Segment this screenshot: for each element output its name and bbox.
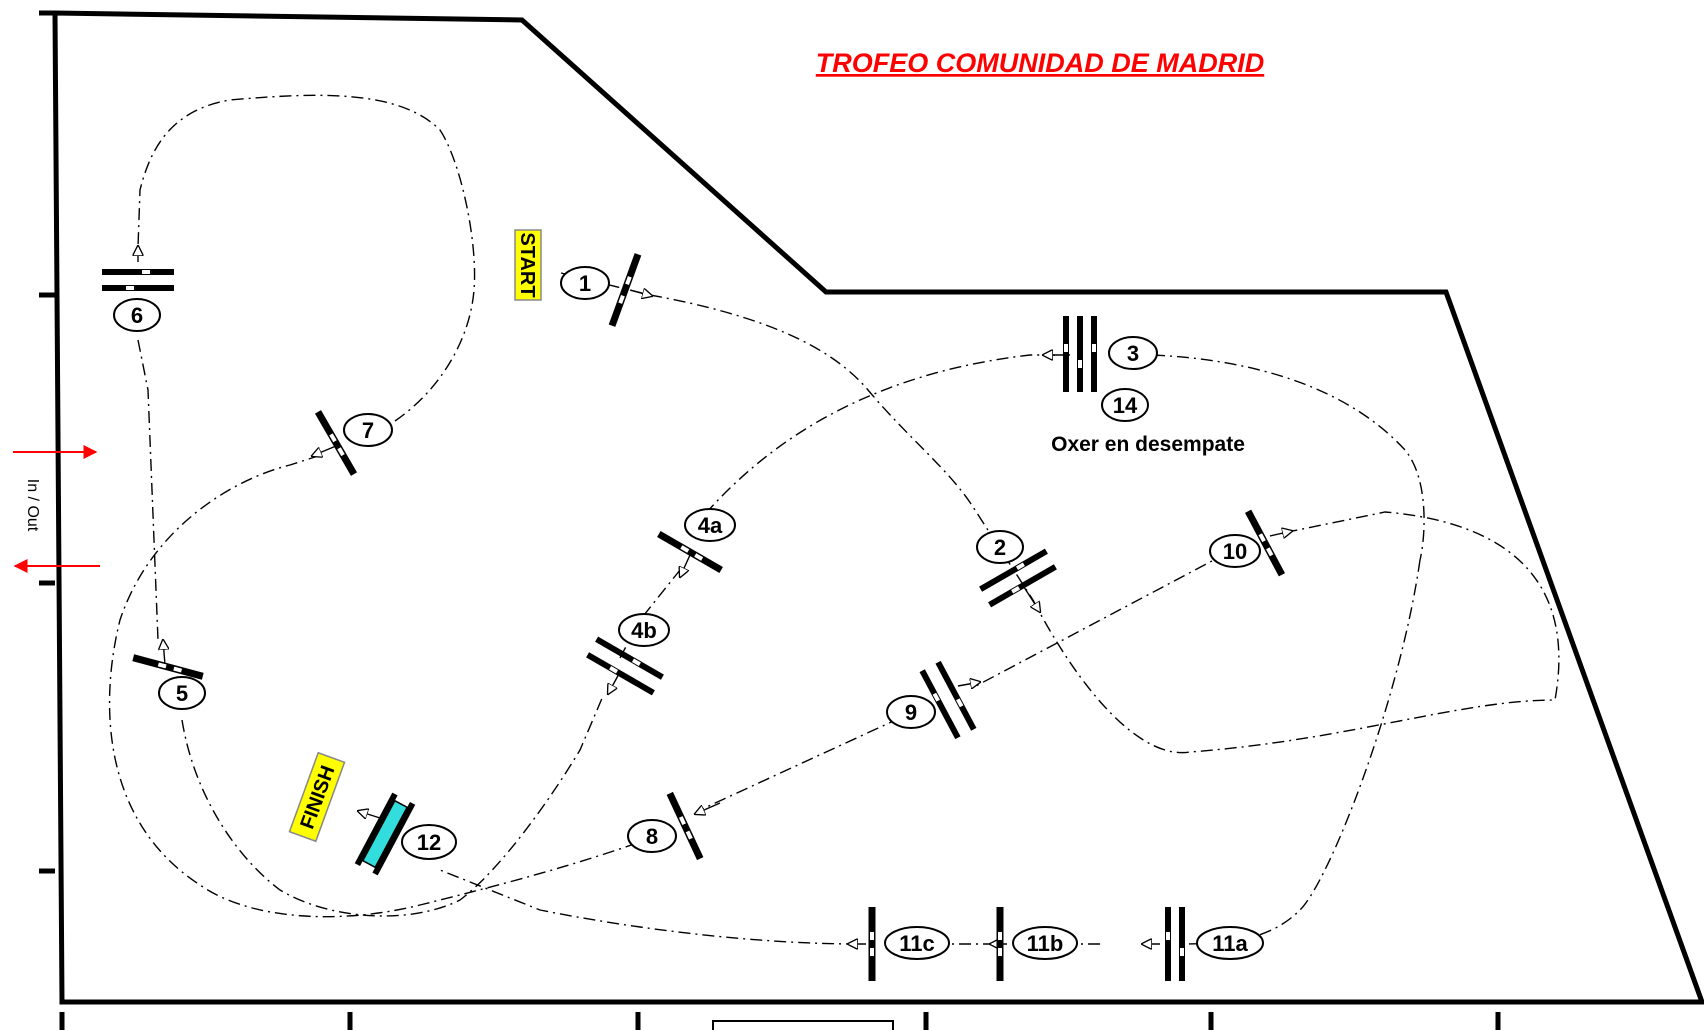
- label-14: 14: [1113, 393, 1138, 418]
- arena-boundary: [52, 10, 1704, 1005]
- label-10: 10: [1223, 539, 1247, 564]
- fence-7: [314, 410, 358, 476]
- label-6: 6: [131, 303, 143, 328]
- label-4b: 4b: [631, 618, 657, 643]
- label-11b: 11b: [1027, 931, 1064, 956]
- fence-2: [979, 548, 1057, 608]
- label-4a: 4a: [698, 513, 723, 538]
- ruler-ticks: [39, 10, 1501, 1030]
- finish-badge: FINISH: [288, 751, 346, 843]
- number-labels: [113, 266, 1264, 960]
- fence-6: [102, 269, 174, 291]
- start-badge: START: [514, 229, 542, 301]
- fence-9: [919, 660, 977, 740]
- fence-10: [1245, 509, 1285, 577]
- judges-box: [712, 1020, 894, 1030]
- fence-5: [132, 654, 204, 680]
- fence-1: [608, 253, 642, 327]
- label-2: 2: [994, 535, 1006, 560]
- course-title: TROFEO COMUNIDAD DE MADRID: [816, 48, 1264, 78]
- start-label: START: [516, 232, 538, 297]
- label-9: 9: [905, 700, 917, 725]
- fence-11c: [868, 907, 876, 981]
- label-5: 5: [176, 681, 188, 706]
- number-texts: 1 2 3 4a 4b 5 6 7 8 9 10 11a 11b 11c 12 …: [131, 271, 1249, 956]
- fence-3: [1063, 316, 1097, 392]
- entrance-label: In / Out: [24, 479, 41, 532]
- fence-12: [354, 792, 416, 876]
- fence-8: [666, 791, 704, 861]
- course-route: [108, 94, 1560, 945]
- fence-4a: [657, 530, 723, 574]
- label-11c: 11c: [899, 931, 935, 956]
- fence-11b: [996, 907, 1004, 981]
- fence-4b: [586, 636, 664, 696]
- jumpoff-note: Oxer en desempate: [1051, 433, 1245, 456]
- fence-11a: [1165, 907, 1185, 981]
- label-7: 7: [362, 418, 374, 443]
- label-12: 12: [417, 830, 441, 855]
- label-3: 3: [1127, 341, 1139, 366]
- label-8: 8: [646, 824, 658, 849]
- label-11a: 11a: [1212, 931, 1248, 956]
- label-1: 1: [579, 271, 591, 296]
